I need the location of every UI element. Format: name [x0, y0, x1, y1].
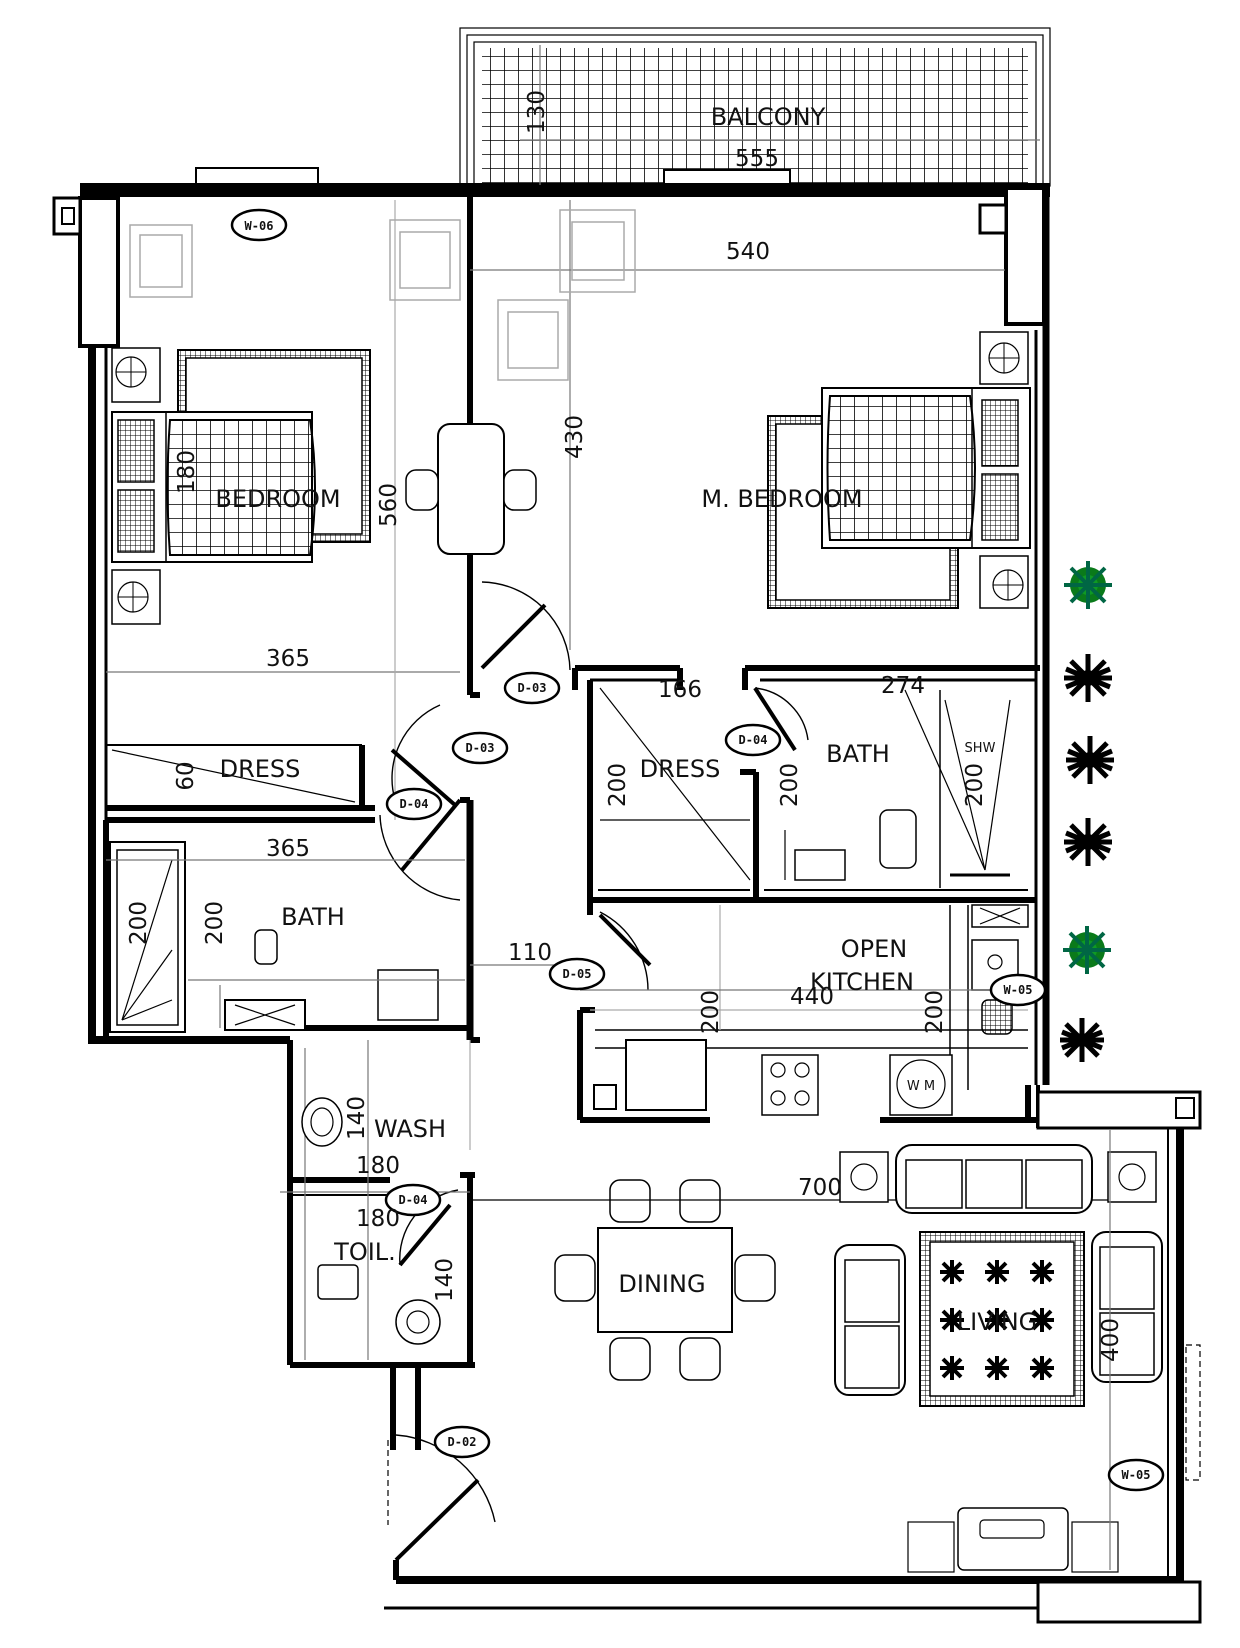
- tag-d04d: D-04: [384, 1183, 442, 1217]
- plant-icon: [1060, 1018, 1104, 1062]
- rug-pattern: [940, 1260, 1054, 1380]
- bedroom-furniture: [106, 200, 571, 820]
- dim-bath-right-width: 274: [881, 673, 925, 699]
- plant-icon: [1063, 926, 1111, 974]
- dim-bedroom-depth: 560: [376, 483, 402, 527]
- tag-d04b: D-04: [724, 723, 782, 757]
- tag-w06: W-06: [230, 208, 288, 242]
- svg-text:D-04: D-04: [739, 733, 768, 747]
- room-labels: BALCONY BEDROOM M. BEDROOM DRESS DRESS B…: [215, 103, 1037, 1336]
- master-furniture: [497, 209, 1031, 609]
- dim-bath-left-depth: 200: [202, 901, 228, 945]
- plant-icon: [1066, 736, 1114, 784]
- tag-w05b: W-05: [1107, 1458, 1165, 1492]
- label-bath-right: BATH: [826, 740, 890, 768]
- dim-kitchen-depth-right: 200: [922, 990, 948, 1034]
- tag-d04a: D-04: [385, 787, 443, 821]
- armchair-icon: [129, 224, 193, 298]
- svg-text:D-03: D-03: [466, 741, 495, 755]
- armchair-icon: [389, 219, 461, 301]
- label-dining: DINING: [618, 1270, 705, 1298]
- dim-dress-left-depth: 60: [173, 761, 199, 790]
- svg-text:D-04: D-04: [400, 797, 429, 811]
- dim-dress-right-width: 166: [658, 677, 702, 703]
- dim-master-depth: 430: [562, 415, 588, 459]
- bath-right-fixtures: [599, 687, 1011, 888]
- dining-set: [470, 1179, 1155, 1381]
- dim-living-depth: 400: [1098, 1318, 1124, 1362]
- label-open-kitchen-1: OPEN: [841, 935, 907, 963]
- svg-text:D-03: D-03: [518, 681, 547, 695]
- label-balcony: BALCONY: [711, 103, 826, 131]
- tags: W-06 D-03 D-03 D-04 D-04 D-05 W-05 D-04 …: [230, 208, 1165, 1492]
- dim-shower-depth: 200: [962, 763, 988, 807]
- bath-left-fixtures: [109, 841, 465, 1033]
- dim-toilet-width: 180: [356, 1206, 400, 1232]
- dim-dress-right-depth: 200: [605, 763, 631, 807]
- dim-wash-width: 180: [356, 1153, 400, 1179]
- label-master-bedroom: M. BEDROOM: [701, 485, 862, 513]
- label-open-kitchen-2: KITCHEN: [810, 968, 914, 996]
- dimension-lines: [106, 45, 1111, 1570]
- label-wash: WASH: [374, 1115, 446, 1143]
- label-washing-machine: W M: [907, 1079, 935, 1094]
- dim-bath-right-depth: 200: [777, 763, 803, 807]
- dim-bath-left-width: 365: [266, 836, 310, 862]
- dim-toilet-depth: 140: [432, 1258, 458, 1302]
- interior-walls: [103, 190, 1040, 1365]
- plant-icon: [1064, 561, 1112, 609]
- svg-text:D-04: D-04: [399, 1193, 428, 1207]
- tag-d03a: D-03: [503, 671, 561, 705]
- label-dress-right: DRESS: [640, 755, 721, 783]
- label-shower: SHW: [965, 741, 996, 756]
- dim-balcony-width: 555: [735, 146, 779, 172]
- dim-master-width: 540: [726, 239, 770, 265]
- balcony: [459, 27, 1051, 187]
- kitchen-fixtures: [593, 904, 1029, 1116]
- svg-text:D-05: D-05: [563, 967, 592, 981]
- doors: [379, 581, 809, 1562]
- tag-d02: D-02: [433, 1425, 491, 1459]
- tag-d03b: D-03: [451, 731, 509, 765]
- dim-corridor: 110: [508, 940, 552, 966]
- label-toilet: TOIL.: [333, 1238, 396, 1266]
- outer-walls: [52, 167, 1202, 1624]
- wash-toilet-fixtures: [301, 1097, 441, 1345]
- dim-bedroom-bed: 180: [174, 450, 200, 494]
- svg-text:W-06: W-06: [245, 219, 274, 233]
- dim-wash-depth: 140: [344, 1096, 370, 1140]
- label-dress-left: DRESS: [220, 755, 301, 783]
- svg-text:W-05: W-05: [1122, 1468, 1151, 1482]
- label-bath-left: BATH: [281, 903, 345, 931]
- label-living: LIVING: [957, 1308, 1038, 1336]
- dim-balcony-depth: 130: [524, 90, 550, 134]
- svg-text:D-02: D-02: [448, 1435, 477, 1449]
- label-bedroom: BEDROOM: [215, 485, 340, 513]
- tag-w05a: W-05: [989, 973, 1047, 1007]
- plant-icon: [1064, 818, 1112, 866]
- dim-living-width: 700: [798, 1175, 842, 1201]
- dim-kitchen-width: 440: [790, 984, 834, 1010]
- dim-tub-length: 200: [126, 901, 152, 945]
- plant-icon: [1064, 654, 1112, 702]
- dim-kitchen-depth-left: 200: [698, 990, 724, 1034]
- svg-text:W-05: W-05: [1004, 983, 1033, 997]
- tag-d05: D-05: [548, 957, 606, 991]
- plants: [940, 561, 1114, 1380]
- dim-bedroom-width: 365: [266, 646, 310, 672]
- dimension-texts: 130 555 540 430 560 180 365 60 166 200 2…: [126, 90, 1124, 1362]
